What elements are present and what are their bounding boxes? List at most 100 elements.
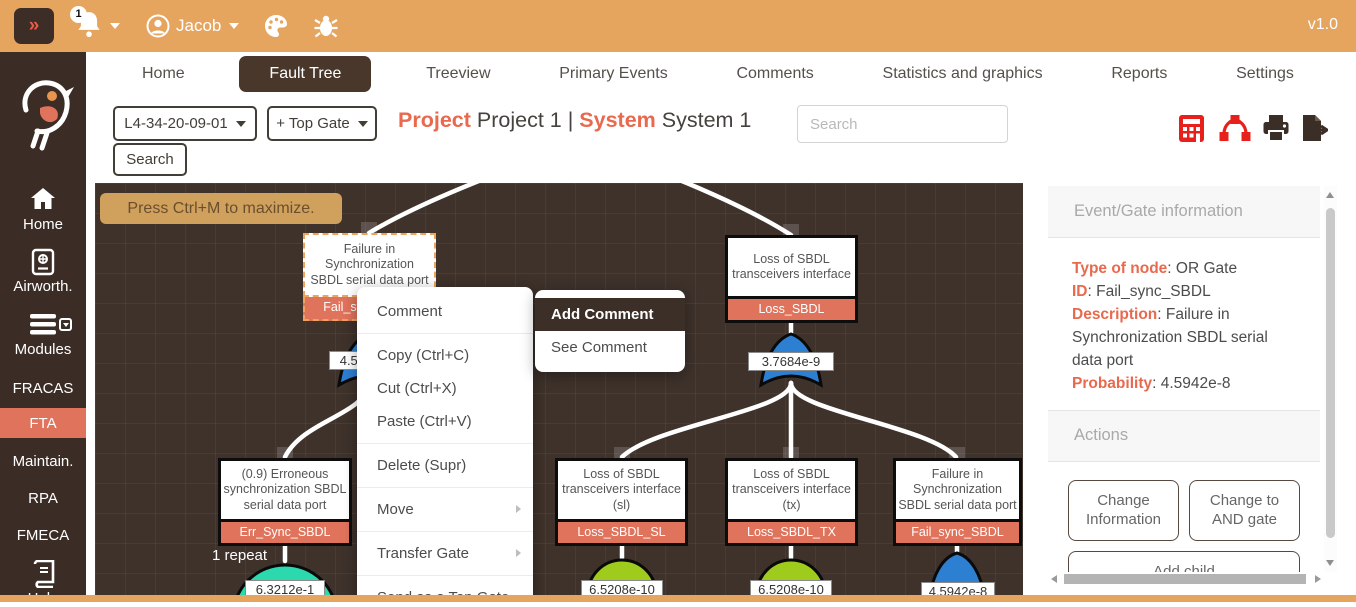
field-id: ID: Fail_sync_SBDL <box>1072 282 1211 300</box>
modules-expand-icon[interactable] <box>59 318 72 331</box>
tree-node-loss-sbdl-tx[interactable]: Loss of SBDL transceivers interface (tx)… <box>725 458 858 546</box>
change-to-and-gate-button[interactable]: Change to AND gate <box>1189 479 1300 541</box>
sidebar-item-fta[interactable]: FTA <box>0 408 86 438</box>
double-chevron-icon: » <box>28 15 40 36</box>
sidebar-item-maintain[interactable]: Maintain. <box>12 453 74 470</box>
menu-item-copy[interactable]: Copy (Ctrl+C) <box>377 347 470 364</box>
app-logo[interactable] <box>0 74 86 152</box>
tree-node-fail-sync-sbdl-2[interactable]: Failure in Synchronization SBDL serial d… <box>893 458 1022 546</box>
tab-statistics[interactable]: Statistics and graphics <box>882 64 1043 82</box>
node-id-label: Loss_SBDL <box>725 299 858 323</box>
sidebar-item-fracas[interactable]: FRACAS <box>12 380 74 397</box>
menu-divider <box>357 575 533 576</box>
panel-actions-header: Actions <box>1048 409 1320 462</box>
node-port <box>277 447 293 458</box>
panel-actions-body: Change Information Change to AND gate Ad… <box>1048 462 1320 572</box>
menu-divider <box>357 487 533 488</box>
home-icon <box>0 186 86 212</box>
user-menu[interactable]: Jacob <box>146 14 240 38</box>
chevron-down-icon[interactable] <box>110 23 120 29</box>
calculate-button[interactable] <box>1178 114 1205 148</box>
event-probability: 6.3212e-1 <box>245 580 325 595</box>
tab-fault-tree[interactable]: Fault Tree <box>239 55 372 92</box>
sidebar-collapse-button[interactable]: » <box>14 8 54 44</box>
node-port <box>783 224 799 235</box>
search-button[interactable]: Search <box>113 143 187 176</box>
sidebar-item-airworthiness[interactable]: Airworth. <box>13 278 73 295</box>
node-description: (0.9) Erroneous synchronization SBDL ser… <box>218 458 352 522</box>
vertical-scroll-thumb[interactable] <box>1326 208 1335 538</box>
node-id-label: Loss_SBDL_SL <box>555 522 688 546</box>
scroll-left-icon[interactable] <box>1051 574 1057 583</box>
field-type-of-node: Type of node: OR Gate <box>1072 260 1238 277</box>
notification-count-badge: 1 <box>70 5 87 23</box>
repeat-label: 1 repeat <box>212 547 268 564</box>
palette-icon <box>265 15 288 37</box>
print-button[interactable] <box>1262 114 1290 147</box>
tab-treeview[interactable]: Treeview <box>426 64 491 82</box>
scroll-up-icon[interactable] <box>1326 192 1334 198</box>
sidebar-item-rpa[interactable]: RPA <box>28 490 58 507</box>
node-description: Loss of SBDL transceivers interface <box>725 235 858 299</box>
system-name: System 1 <box>661 108 752 132</box>
field-description: Description: Failure in Synchronization … <box>1072 305 1268 369</box>
debug-button[interactable] <box>313 13 339 39</box>
tab-home[interactable]: Home <box>142 64 185 82</box>
node-description: Loss of SBDL transceivers interface (sl) <box>555 458 688 522</box>
sidebar-item-home[interactable]: Home <box>22 216 63 233</box>
menu-item-move[interactable]: Move <box>357 493 533 526</box>
node-port <box>949 447 965 458</box>
gate-probability: 4.5942e-8 <box>921 582 995 595</box>
menu-item-cut[interactable]: Cut (Ctrl+X) <box>377 380 457 397</box>
menu-item-transfer-gate[interactable]: Transfer Gate <box>357 537 533 570</box>
node-description: Loss of SBDL transceivers interface (tx) <box>725 458 858 522</box>
tab-reports[interactable]: Reports <box>1111 64 1168 82</box>
menu-item-comment[interactable]: Comment <box>377 303 443 320</box>
node-port <box>361 222 377 233</box>
comment-submenu: Add Comment See Comment <box>535 290 685 372</box>
submenu-item-add-comment[interactable]: Add Comment <box>535 298 685 331</box>
menu-item-paste[interactable]: Paste (Ctrl+V) <box>377 413 472 430</box>
theme-button[interactable] <box>263 13 289 39</box>
user-name: Jacob <box>176 16 222 35</box>
event-gate-panel: Event/Gate information Type of node: OR … <box>1048 186 1320 572</box>
node-description: Failure in Synchronization SBDL serial d… <box>303 233 436 297</box>
export-button[interactable] <box>1300 114 1330 147</box>
notifications-button[interactable]: 1 <box>70 5 102 43</box>
tree-node-loss-sbdl[interactable]: Loss of SBDL transceivers interface Loss… <box>725 235 858 323</box>
panel-horizontal-scrollbar[interactable] <box>1048 572 1324 586</box>
node-description: Failure in Synchronization SBDL serial d… <box>893 458 1022 522</box>
horizontal-scroll-thumb[interactable] <box>1064 574 1306 584</box>
gate-selector-dropdown[interactable]: L4-34-20-09-01 <box>113 106 257 141</box>
fault-tree-canvas[interactable]: Press Ctrl+M to maximize. Failure in Syn… <box>95 183 1023 595</box>
submenu-item-see-comment[interactable]: See Comment <box>551 339 647 356</box>
sidebar-item-fmeca[interactable]: FMECA <box>16 527 70 544</box>
tab-settings[interactable]: Settings <box>1236 64 1294 82</box>
gate-probability: 6.5208e-10 <box>581 580 663 595</box>
search-input[interactable] <box>797 105 1008 143</box>
add-child-button[interactable]: Add child <box>1068 550 1300 572</box>
user-icon <box>146 14 170 38</box>
submenu-arrow-icon <box>516 549 521 557</box>
title-divider: | <box>567 108 574 132</box>
sidebar-item-modules[interactable]: Modules <box>14 341 72 358</box>
tab-comments[interactable]: Comments <box>736 64 814 82</box>
tab-primary-events[interactable]: Primary Events <box>559 64 668 82</box>
menu-item-delete[interactable]: Delete (Supr) <box>377 457 467 474</box>
change-information-button[interactable]: Change Information <box>1068 479 1179 541</box>
project-label: Project <box>398 108 471 132</box>
chevron-down-icon <box>357 120 368 127</box>
page-title: Project Project 1 | System System 1 <box>398 108 751 133</box>
tree-node-err-sync-sbdl[interactable]: (0.9) Erroneous synchronization SBDL ser… <box>218 458 352 546</box>
add-top-gate-dropdown[interactable]: + Top Gate <box>267 106 377 141</box>
gate-probability: 3.7684e-9 <box>748 352 834 371</box>
tree-layout-button[interactable] <box>1218 114 1252 147</box>
panel-vertical-scrollbar[interactable] <box>1324 186 1337 572</box>
menu-item-send-top-gate[interactable]: Send as a Top Gate <box>357 581 533 595</box>
bug-icon <box>314 15 338 38</box>
file-export-icon <box>1303 115 1330 141</box>
main-tabs: Home Fault Tree Treeview Primary Events … <box>86 52 1356 95</box>
scroll-down-icon[interactable] <box>1326 560 1334 566</box>
scroll-right-icon[interactable] <box>1315 574 1321 583</box>
tree-node-loss-sbdl-sl[interactable]: Loss of SBDL transceivers interface (sl)… <box>555 458 688 546</box>
